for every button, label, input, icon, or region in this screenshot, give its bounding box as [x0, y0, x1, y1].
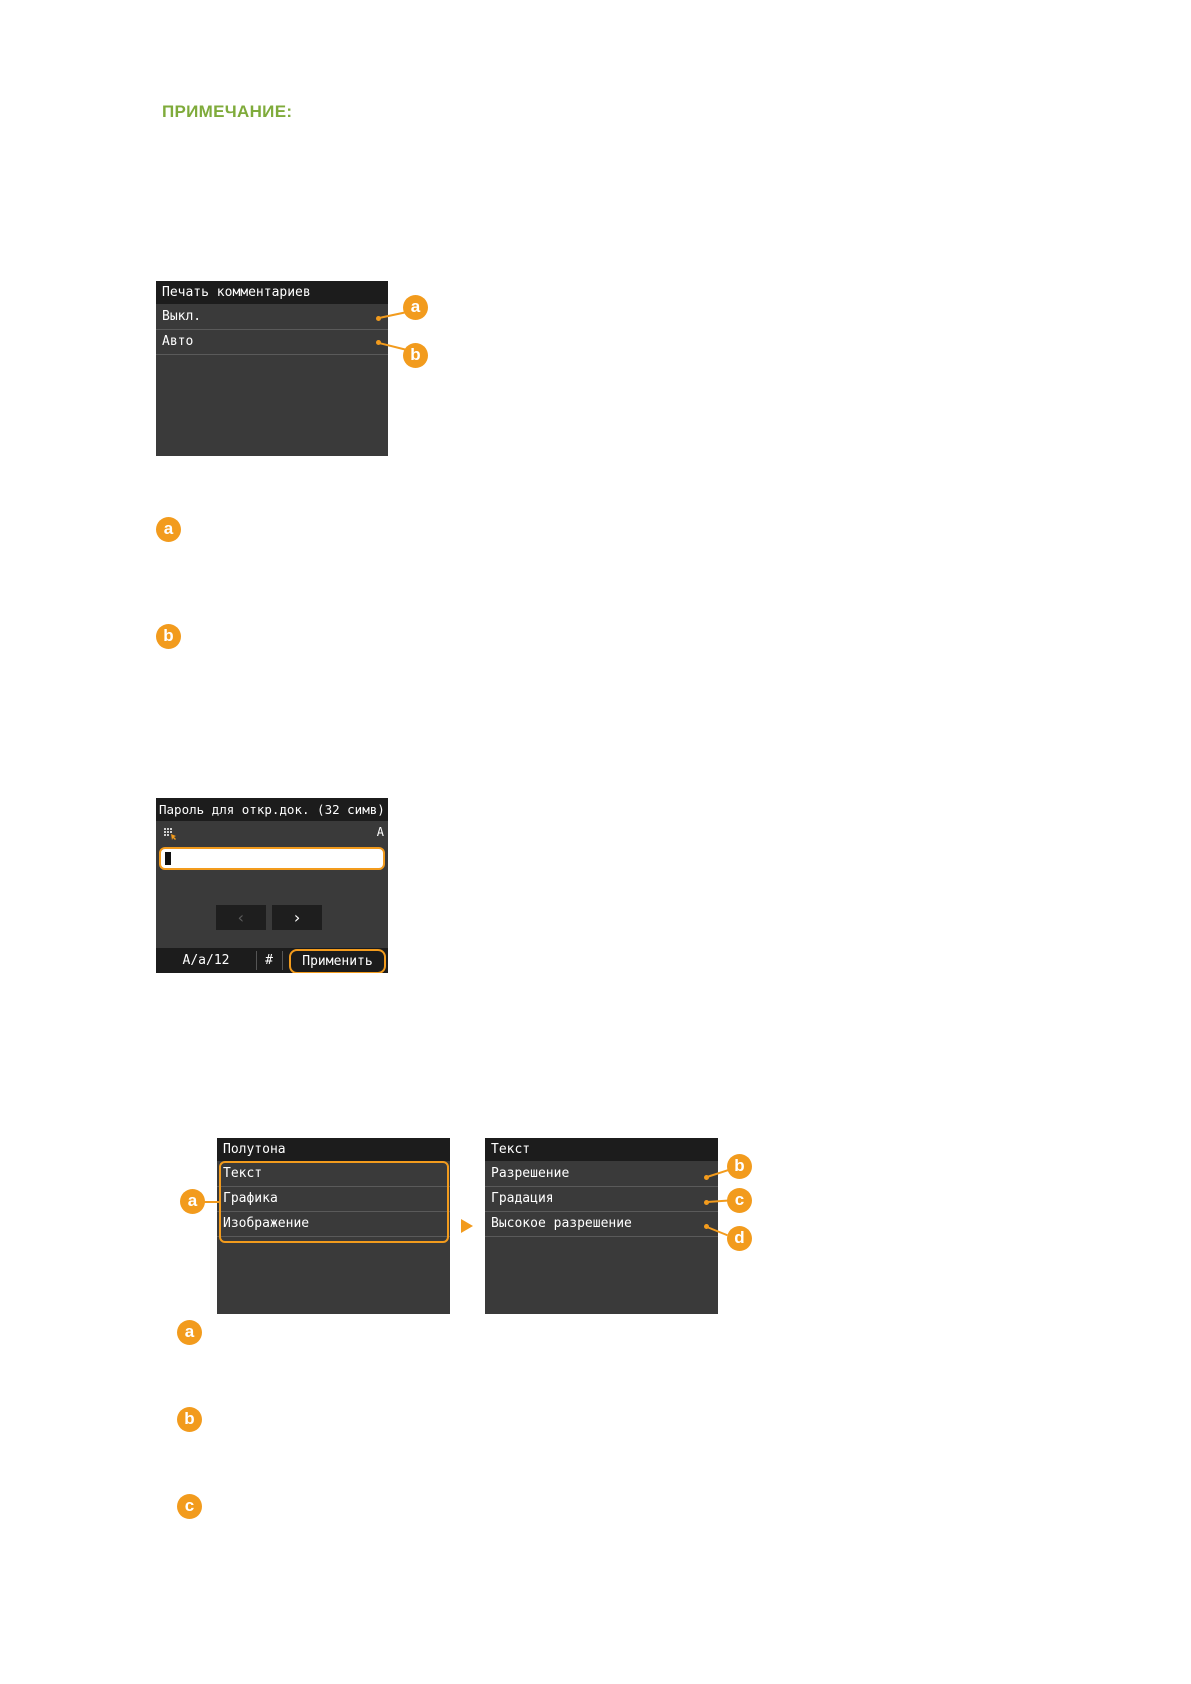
- callout-b: b: [403, 343, 428, 368]
- screen-title: Полутона: [217, 1138, 450, 1161]
- callout-anchor: [704, 1200, 709, 1205]
- menu-item-text[interactable]: Текст: [217, 1162, 450, 1187]
- menu-item-off[interactable]: Выкл.: [156, 305, 388, 330]
- transition-arrow-icon: [461, 1219, 473, 1233]
- selection-highlight: [219, 1161, 449, 1243]
- callout-c: c: [727, 1188, 752, 1213]
- menu-item-auto[interactable]: Авто: [156, 330, 388, 355]
- callout-a: a: [180, 1189, 205, 1214]
- callout-a: a: [403, 295, 428, 320]
- keyboard-icon[interactable]: [164, 828, 176, 840]
- screen-title: Печать комментариев: [156, 281, 388, 304]
- screen-password: Пароль для откр.док. (32 симв) A ‹ › A/a…: [156, 798, 388, 973]
- legend-a: a: [177, 1320, 202, 1345]
- text-cursor: [165, 852, 171, 865]
- menu-item-gradation[interactable]: Градация: [485, 1187, 718, 1212]
- screen-print-comments: Печать комментариев Выкл. Авто: [156, 281, 388, 456]
- divider: [256, 951, 257, 970]
- divider: [282, 951, 283, 970]
- screen-title: Текст: [485, 1138, 718, 1161]
- input-mode-indicator: A: [376, 825, 384, 839]
- callout-leader: [204, 1201, 221, 1203]
- menu-item-graphics[interactable]: Графика: [217, 1187, 450, 1212]
- callout-anchor: [704, 1175, 709, 1180]
- screen-title: Пароль для откр.док. (32 симв): [156, 798, 388, 821]
- input-mode-button[interactable]: A/a/12: [182, 953, 230, 968]
- callout-anchor: [376, 316, 381, 321]
- legend-b: b: [156, 624, 181, 649]
- legend-a: a: [156, 517, 181, 542]
- password-field[interactable]: [159, 847, 385, 870]
- bottom-bar: A/a/12 # Применить: [156, 948, 388, 973]
- callout-anchor: [704, 1224, 709, 1229]
- cursor-left-button[interactable]: ‹: [216, 905, 266, 930]
- screen-text-mode: Текст Разрешение Градация Высокое разреш…: [485, 1138, 718, 1314]
- cursor-right-button[interactable]: ›: [272, 905, 322, 930]
- note-heading: ПРИМЕЧАНИЕ:: [162, 102, 293, 121]
- screen-halftones: Полутона Текст Графика Изображение: [217, 1138, 450, 1314]
- callout-d: d: [727, 1226, 752, 1251]
- legend-b: b: [177, 1407, 202, 1432]
- callout-b: b: [727, 1154, 752, 1179]
- menu-item-resolution[interactable]: Разрешение: [485, 1162, 718, 1187]
- apply-button[interactable]: Применить: [289, 949, 386, 973]
- menu-item-high-resolution[interactable]: Высокое разрешение: [485, 1212, 718, 1237]
- menu-item-image[interactable]: Изображение: [217, 1212, 450, 1237]
- symbol-button[interactable]: #: [265, 953, 273, 968]
- legend-c: c: [177, 1494, 202, 1519]
- callout-anchor: [376, 340, 381, 345]
